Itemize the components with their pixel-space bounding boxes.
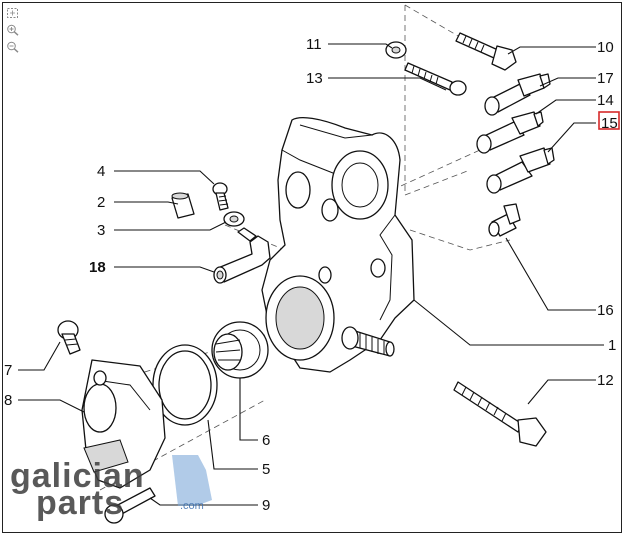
callout-7[interactable]: 7 [4, 362, 12, 379]
callout-8[interactable]: 8 [4, 392, 12, 409]
bolt-part-10 [455, 32, 517, 71]
dowel-pin-part-2 [171, 192, 195, 219]
callout-6[interactable]: 6 [262, 432, 270, 449]
galicianparts-watermark-logo: galician parts .com [10, 455, 212, 522]
bolt-part-4 [212, 182, 229, 211]
highlight-box [598, 111, 620, 130]
zoom-out-icon[interactable] [6, 41, 20, 53]
washer-part-3 [223, 211, 245, 227]
callout-9[interactable]: 9 [262, 497, 270, 514]
callout-3[interactable]: 3 [97, 222, 105, 239]
bolt-part-9 [104, 487, 156, 524]
sensor-part-17 [484, 73, 551, 116]
leader-lines [18, 43, 604, 506]
pipe-fitting-part-18 [213, 227, 271, 284]
callout-10[interactable]: 10 [597, 39, 614, 56]
pump-housing-part-1 [261, 117, 415, 373]
bolt-part-7 [57, 320, 81, 355]
logo-line-1: galician [10, 457, 145, 495]
callout-16[interactable]: 16 [597, 302, 614, 319]
thermostat-part-6 [211, 321, 269, 379]
bolt-part-13 [404, 62, 467, 96]
gasket-part-5 [152, 344, 218, 426]
washer-part-11 [385, 41, 407, 59]
callouts: 11 13 10 17 14 15 16 1 12 4 2 3 18 7 8 6… [4, 36, 620, 514]
logo-suffix: .com [180, 500, 204, 512]
sensor-part-15 [486, 147, 555, 194]
plug-part-16 [488, 203, 521, 237]
callout-12[interactable]: 12 [597, 372, 614, 389]
callout-13[interactable]: 13 [306, 70, 323, 87]
callout-17[interactable]: 17 [597, 70, 614, 87]
callout-18[interactable]: 18 [89, 259, 106, 276]
long-bolt-part-12 [453, 381, 547, 447]
zoom-in-icon[interactable] [6, 24, 20, 36]
logo-line-2: parts [36, 484, 124, 522]
fit-to-screen-icon[interactable] [6, 7, 20, 19]
callout-11[interactable]: 11 [306, 36, 322, 53]
callout-1[interactable]: 1 [608, 337, 616, 354]
sensor-part-14 [476, 111, 544, 154]
callout-14[interactable]: 14 [597, 92, 614, 109]
logo-map-shape [172, 455, 212, 506]
callout-15[interactable]: 15 [601, 115, 618, 132]
callout-4[interactable]: 4 [97, 163, 105, 180]
callout-2[interactable]: 2 [97, 194, 105, 211]
thermostat-housing-part-8 [81, 359, 166, 489]
callout-5[interactable]: 5 [262, 461, 270, 478]
